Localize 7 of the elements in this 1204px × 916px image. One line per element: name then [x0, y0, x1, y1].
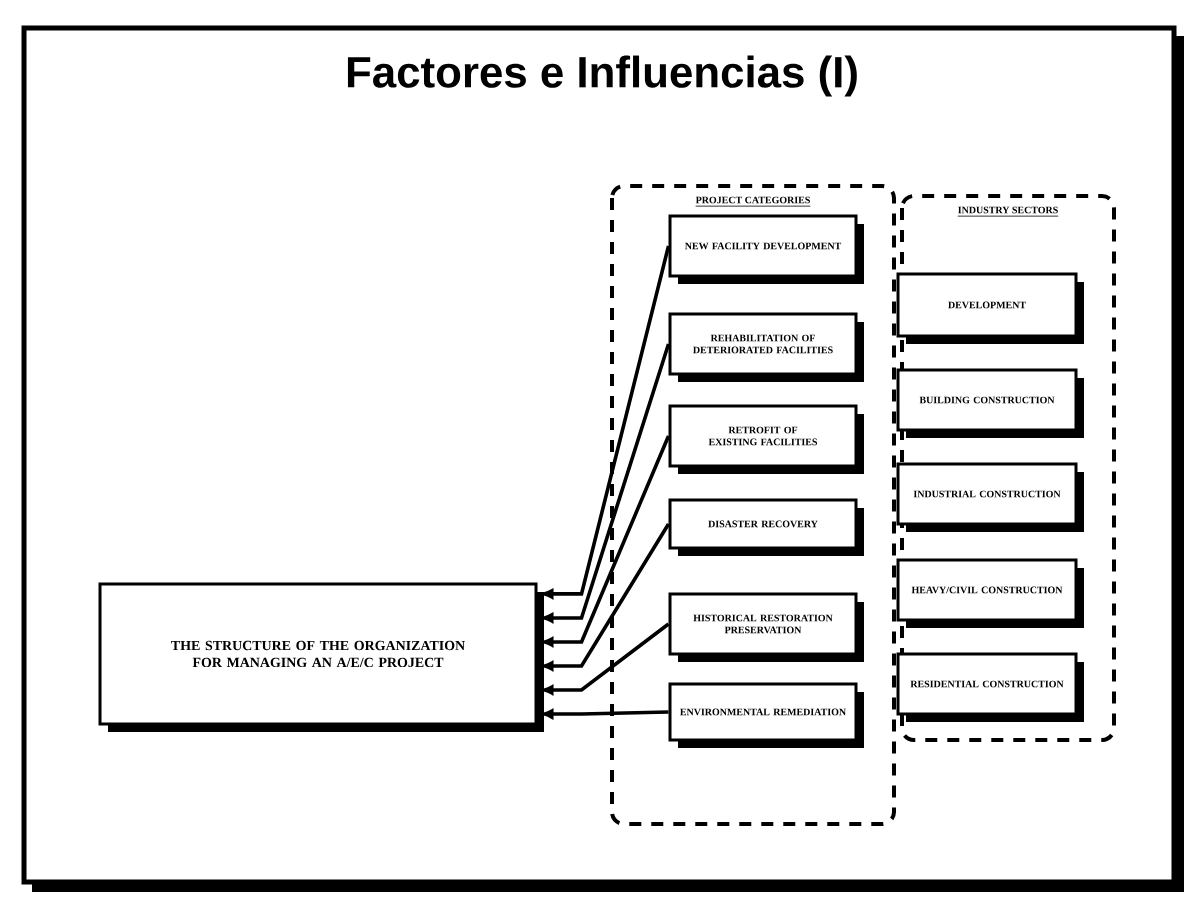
arrow	[542, 245, 671, 599]
slide-title: Factores e Influencias (I)	[347, 55, 857, 97]
arrow	[542, 435, 671, 647]
arrow	[542, 343, 671, 623]
arrow	[542, 709, 669, 719]
arrow	[542, 622, 670, 695]
arrow	[542, 523, 671, 671]
